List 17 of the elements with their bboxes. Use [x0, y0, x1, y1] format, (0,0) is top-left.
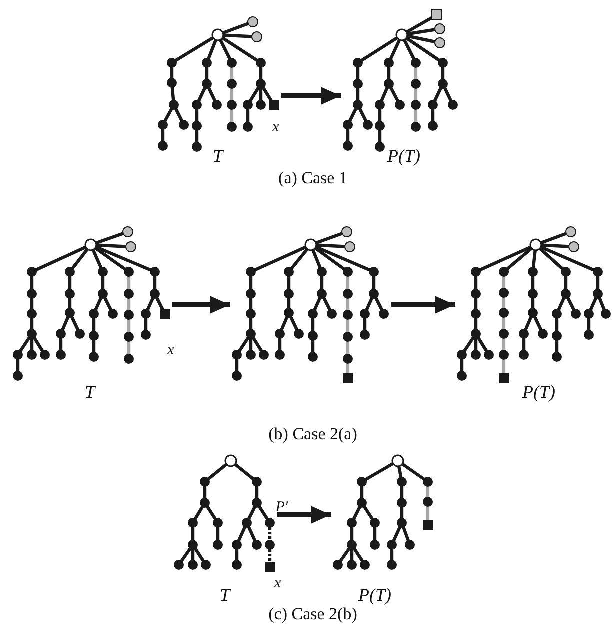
caption: (c) Case 2(b): [268, 606, 358, 622]
variable-label: x: [168, 344, 174, 358]
arrow: [172, 296, 230, 314]
caption: (b) Case 2(a): [268, 426, 358, 442]
tree-label: T: [213, 147, 223, 165]
variable-label: P′: [276, 500, 288, 516]
tree-label: T: [85, 383, 95, 401]
arrow: [277, 506, 331, 524]
tree-label: P(T): [522, 383, 556, 401]
variable-label: x: [272, 120, 280, 136]
arrow: [391, 296, 455, 314]
tree-label: P(T): [358, 586, 392, 604]
tree-label: P(T): [388, 147, 420, 165]
arrow: [281, 87, 341, 105]
tree-label: T: [220, 586, 230, 604]
caption: (a) Case 1: [278, 170, 348, 186]
variable-label: x: [274, 576, 282, 592]
